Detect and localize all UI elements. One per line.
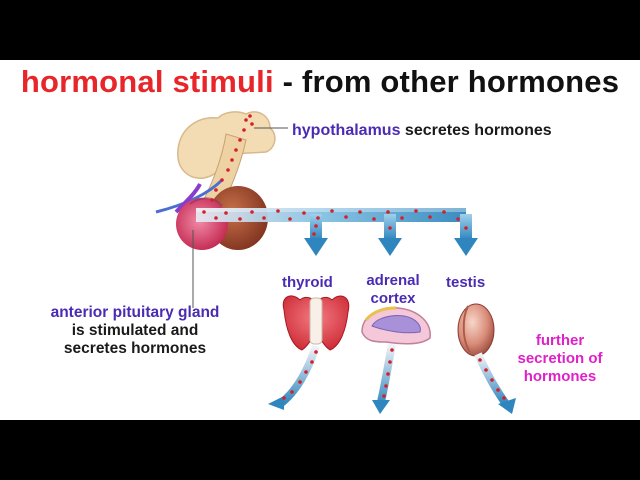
top-letterbox [0, 0, 640, 60]
thyroid-gland [282, 295, 350, 351]
title-accent: hormonal stimuli [20, 64, 274, 99]
thyroid-output-arrow [268, 344, 320, 410]
hypothalamus-label: hypothalamus secretes hormones [292, 122, 552, 140]
arrow-hormone-dots [202, 209, 468, 236]
testis-organ [457, 303, 495, 357]
further-secretion-label: further secretion of hormones [500, 332, 620, 386]
pituitary-label-line3: secretes hormones [63, 340, 207, 357]
diagram-stage: hormonal stimuli - from other hormones [0, 60, 640, 420]
page-title: hormonal stimuli - from other hormones [0, 64, 640, 100]
output-hormone-dots [282, 348, 506, 400]
further-label-line1: further [535, 332, 585, 349]
further-label-line3: hormones [523, 368, 597, 385]
further-label-line2: secretion of [517, 350, 603, 367]
adrenal-label-line2: cortex [370, 290, 416, 307]
pituitary-label-line2: is stimulated and [71, 322, 199, 339]
bottom-letterbox [0, 420, 640, 480]
adrenal-cortex [361, 306, 431, 345]
endocrine-diagram [155, 111, 516, 414]
pituitary-label-line1: anterior pituitary gland [50, 304, 220, 321]
thyroid-label: thyroid [282, 274, 333, 291]
testis-label: testis [446, 274, 486, 291]
hypothalamus-term: hypothalamus [292, 122, 401, 139]
title-rest: - from other hormones [273, 64, 620, 99]
adrenal-label-line1: adrenal [366, 272, 420, 289]
adrenal-output-arrow [372, 343, 396, 414]
pituitary-label: anterior pituitary gland is stimulated a… [30, 304, 240, 358]
hypothalamus-description: secretes hormones [400, 122, 552, 139]
adrenal-cortex-label: adrenal cortex [360, 272, 426, 308]
